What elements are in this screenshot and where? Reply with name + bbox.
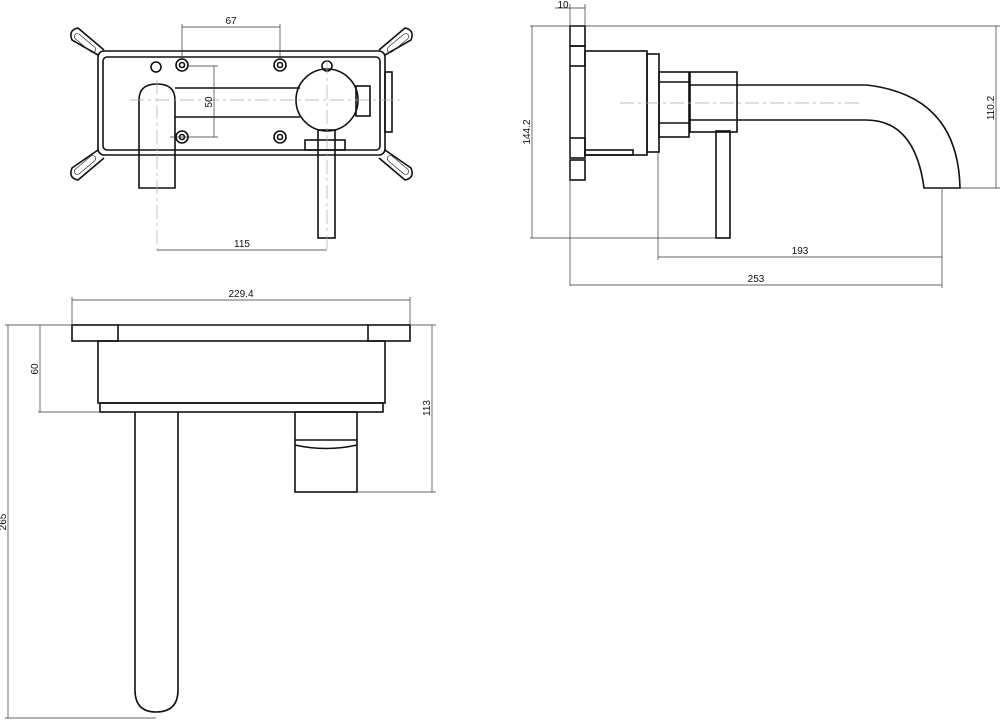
dim-113: 113 (422, 400, 433, 416)
front-dimensions: 67 50 115 (157, 16, 327, 251)
top-view: 229.4 60 113 265 (0, 289, 436, 719)
mounting-holes (150, 58, 333, 144)
mounting-brackets (70, 27, 413, 181)
dim-193: 193 (792, 246, 809, 257)
dim-115: 115 (234, 239, 250, 250)
box-top (97, 340, 386, 404)
dim-50: 50 (204, 96, 215, 108)
side-view: 10 144.2 110.2 193 253 (522, 0, 1000, 288)
spout-top (134, 412, 179, 713)
top-dimensions: 229.4 60 113 265 (0, 289, 436, 719)
dim-253: 253 (748, 274, 765, 285)
front-view: 67 50 115 (70, 16, 413, 252)
body (584, 50, 648, 156)
lever-base (304, 139, 346, 151)
dim-110-2: 110.2 (986, 95, 997, 120)
plate-lug-left (71, 324, 119, 342)
coupling (658, 71, 690, 138)
plate-lug-right (367, 324, 411, 342)
nut (689, 71, 738, 133)
spout-side (690, 84, 961, 189)
lever (317, 129, 336, 239)
dim-265: 265 (0, 513, 9, 530)
side-dimensions: 10 144.2 110.2 193 253 (522, 0, 1000, 288)
dim-60: 60 (30, 363, 41, 375)
handle-top (294, 411, 358, 493)
lever-side (715, 130, 731, 239)
handle-stem (355, 85, 371, 117)
box-inner (102, 56, 381, 151)
dim-67: 67 (225, 16, 237, 27)
dim-144-2: 144.2 (522, 119, 533, 144)
wall-plate-lug (569, 25, 586, 47)
box-side-tab (384, 71, 393, 133)
dim-10: 10 (557, 0, 569, 11)
dim-229-4: 229.4 (228, 289, 253, 300)
